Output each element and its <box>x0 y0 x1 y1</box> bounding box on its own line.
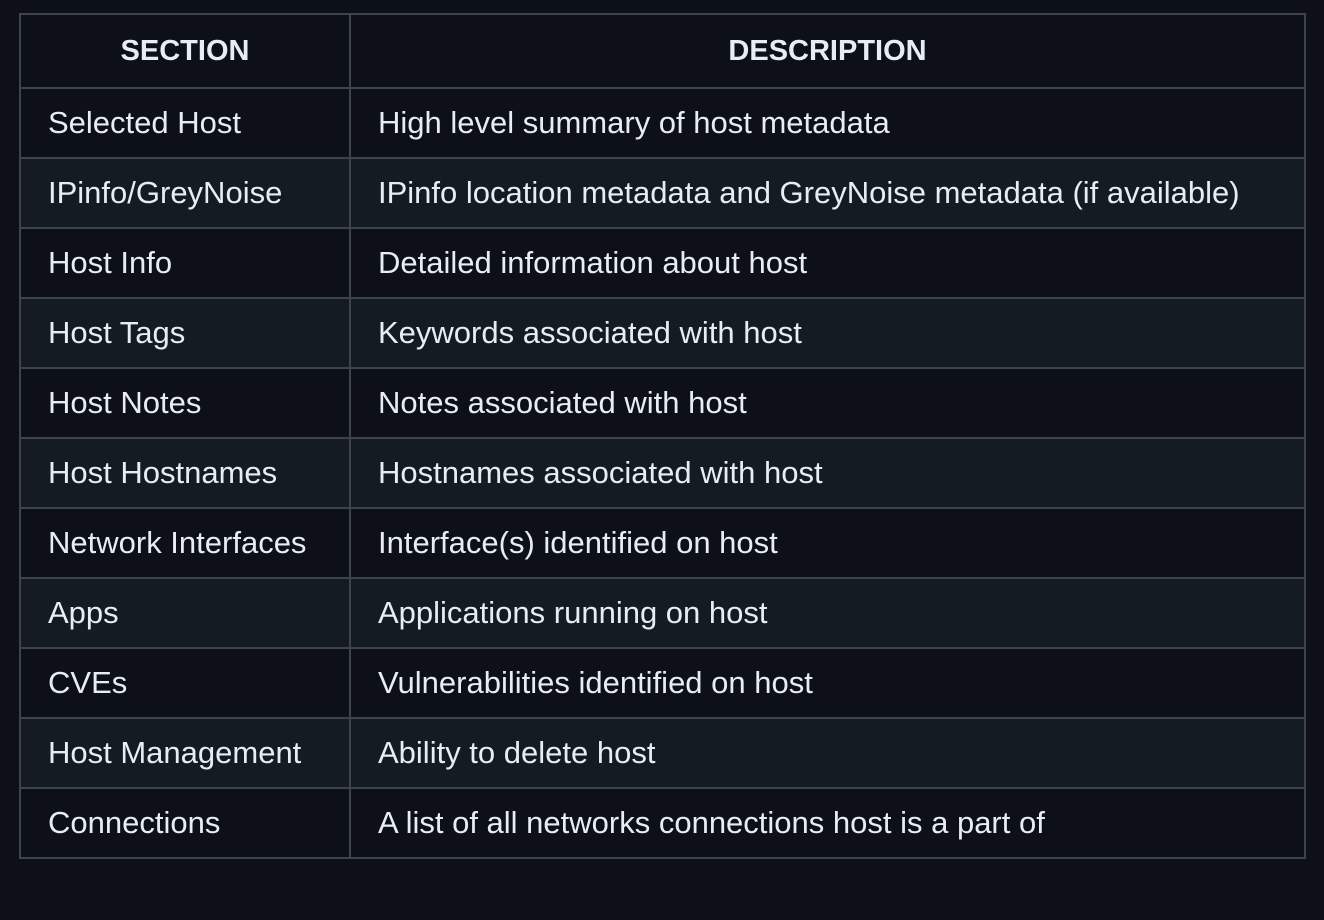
section-cell: Apps <box>19 577 351 649</box>
table-row: Host Hostnames Hostnames associated with… <box>19 437 1306 509</box>
description-cell: Ability to delete host <box>349 717 1306 789</box>
section-cell: Host Info <box>19 227 351 299</box>
table-row: IPinfo/GreyNoise IPinfo location metadat… <box>19 157 1306 229</box>
sections-table: SECTION DESCRIPTION Selected Host High l… <box>19 13 1306 859</box>
description-cell: IPinfo location metadata and GreyNoise m… <box>349 157 1306 229</box>
section-cell: Selected Host <box>19 87 351 159</box>
section-cell: Host Management <box>19 717 351 789</box>
description-cell: Vulnerabilities identified on host <box>349 647 1306 719</box>
table-row: Selected Host High level summary of host… <box>19 87 1306 159</box>
section-cell: Host Hostnames <box>19 437 351 509</box>
header-section: SECTION <box>19 13 351 89</box>
table-body: Selected Host High level summary of host… <box>19 87 1306 859</box>
sections-table-container: SECTION DESCRIPTION Selected Host High l… <box>19 13 1306 859</box>
section-cell: Connections <box>19 787 351 859</box>
table-header: SECTION DESCRIPTION <box>19 13 1306 89</box>
description-cell: Applications running on host <box>349 577 1306 649</box>
description-cell: Notes associated with host <box>349 367 1306 439</box>
table-row: Network Interfaces Interface(s) identifi… <box>19 507 1306 579</box>
table-row: Host Notes Notes associated with host <box>19 367 1306 439</box>
description-cell: High level summary of host metadata <box>349 87 1306 159</box>
description-cell: A list of all networks connections host … <box>349 787 1306 859</box>
table-row: Connections A list of all networks conne… <box>19 787 1306 859</box>
table-row: Host Tags Keywords associated with host <box>19 297 1306 369</box>
section-cell: Host Notes <box>19 367 351 439</box>
table-row: Host Info Detailed information about hos… <box>19 227 1306 299</box>
header-description: DESCRIPTION <box>349 13 1306 89</box>
section-cell: Network Interfaces <box>19 507 351 579</box>
description-cell: Detailed information about host <box>349 227 1306 299</box>
section-cell: Host Tags <box>19 297 351 369</box>
description-cell: Interface(s) identified on host <box>349 507 1306 579</box>
description-cell: Hostnames associated with host <box>349 437 1306 509</box>
section-cell: IPinfo/GreyNoise <box>19 157 351 229</box>
section-cell: CVEs <box>19 647 351 719</box>
table-row: Apps Applications running on host <box>19 577 1306 649</box>
table-header-row: SECTION DESCRIPTION <box>19 13 1306 89</box>
description-cell: Keywords associated with host <box>349 297 1306 369</box>
table-row: Host Management Ability to delete host <box>19 717 1306 789</box>
table-row: CVEs Vulnerabilities identified on host <box>19 647 1306 719</box>
